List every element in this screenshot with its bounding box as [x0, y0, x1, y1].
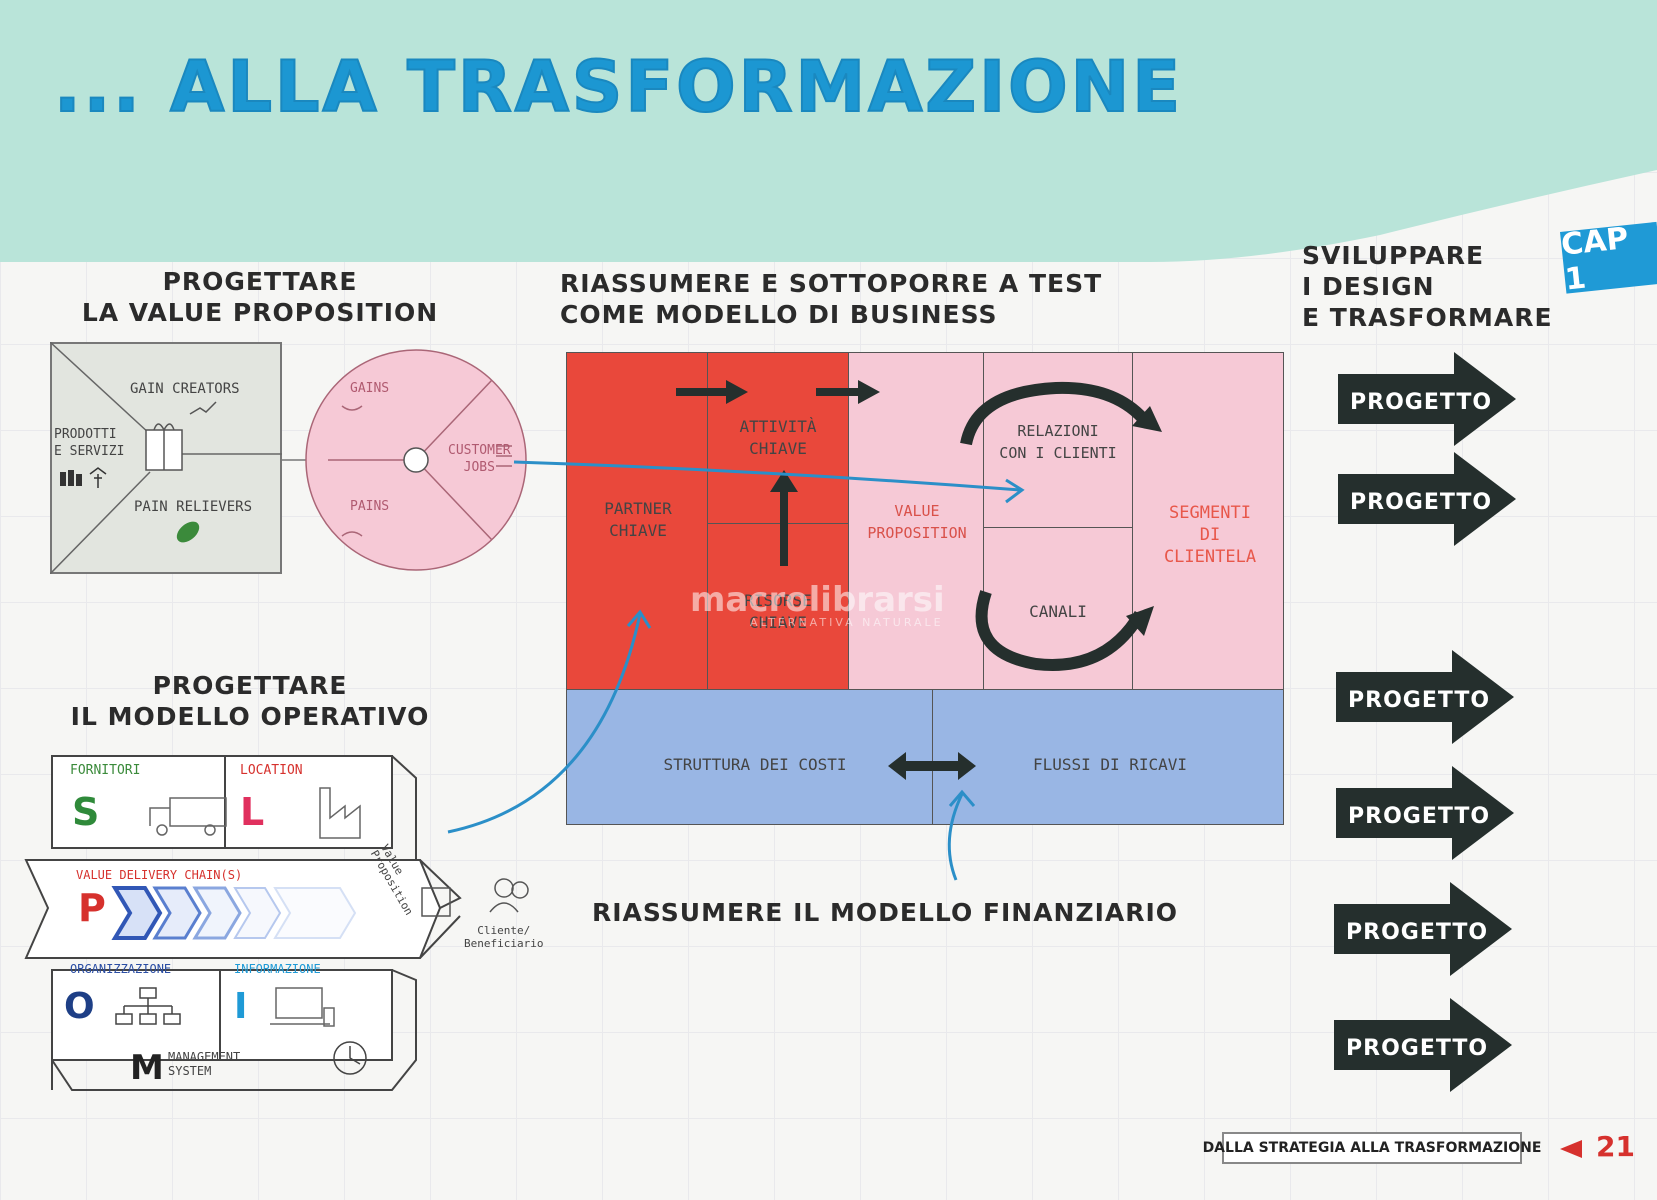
segments-label: SEGMENTI DI CLIENTELA — [1163, 503, 1257, 567]
p-letter: P — [78, 886, 106, 930]
info-label: INFORMAZIONE — [234, 962, 321, 976]
suppliers-label: FORNITORI — [70, 763, 141, 778]
header-band — [0, 0, 1657, 262]
project-label-2: PROGETTO — [1350, 490, 1493, 515]
heading-operating-model: PROGETTARE IL MODELLO OPERATIVO — [70, 671, 430, 731]
project-arrow-1 — [1338, 352, 1516, 446]
project-label-1: PROGETTO — [1350, 390, 1493, 415]
resources-label: RISORSE CHIAVE — [744, 591, 812, 632]
canvas-costs — [566, 689, 933, 825]
m-letter: M — [130, 1048, 164, 1088]
heading-business-model: RIASSUMERE E SOTTOPORRE A TEST COME MODE… — [560, 269, 1103, 329]
value-map-lines — [50, 342, 282, 574]
l-letter: L — [240, 790, 265, 834]
gain-creators-label: GAIN CREATORS — [130, 381, 240, 397]
project-label-4: PROGETTO — [1348, 804, 1491, 829]
org-label: ORGANIZZAZIONE — [70, 962, 172, 976]
page-marker-icon — [1560, 1140, 1582, 1158]
project-arrow-4 — [1336, 766, 1514, 860]
canvas-activities — [707, 352, 849, 524]
canvas-segments — [1132, 352, 1284, 690]
management-label: MANAGEMENT SYSTEM — [168, 1050, 241, 1078]
project-arrow-6 — [1334, 998, 1512, 1092]
project-arrow-2 — [1338, 452, 1516, 546]
canvas-resources — [707, 523, 849, 690]
project-arrow-3 — [1336, 650, 1514, 744]
canvas-revenues — [932, 689, 1284, 825]
project-label-5: PROGETTO — [1346, 920, 1489, 945]
customer-profile — [282, 349, 527, 571]
customer-jobs-label: CUSTOMER JOBS — [448, 443, 511, 475]
heading-financial: RIASSUMERE IL MODELLO FINANZIARIO — [592, 898, 1179, 927]
i-letter: I — [234, 986, 248, 1027]
revenues-label: FLUSSI DI RICAVI — [1032, 755, 1188, 774]
o-letter: O — [64, 986, 95, 1027]
s-letter: S — [72, 790, 100, 834]
heading-value-proposition: PROGETTARE LA VALUE PROPOSITION — [81, 267, 439, 327]
activities-label: ATTIVITÀ CHIAVE — [739, 417, 817, 458]
pains-label: PAINS — [350, 499, 390, 514]
project-label-3: PROGETTO — [1348, 688, 1491, 713]
project-label-6: PROGETTO — [1346, 1036, 1489, 1061]
value-prop-label: VALUE PROPOSITION — [867, 502, 967, 542]
costs-label: STRUTTURA DEI COSTI — [663, 755, 847, 774]
heading-develop: SVILUPPARE I DESIGN E TRASFORMARE — [1302, 241, 1553, 332]
page-number: 21 — [1596, 1130, 1635, 1163]
operating-model-drawing — [24, 755, 529, 1091]
page-title: ... ALLA TRASFORMAZIONE — [53, 45, 1184, 129]
relations-label: RELAZIONI CON I CLIENTI — [999, 422, 1117, 462]
chain-label: VALUE DELIVERY CHAIN(S) — [76, 868, 243, 882]
partner-label: PARTNER CHIAVE — [604, 499, 672, 540]
gains-label: GAINS — [350, 381, 390, 396]
watermark-subtitle: ALTERNATIVA NATURALE — [750, 616, 944, 629]
footer-section-title: DALLA STRATEGIA ALLA TRASFORMAZIONE — [1203, 1132, 1541, 1164]
project-arrow-5 — [1334, 882, 1512, 976]
location-label: LOCATION — [240, 763, 303, 778]
pain-relievers-label: PAIN RELIEVERS — [134, 499, 253, 515]
client-label: Cliente/ Beneficiario — [464, 924, 544, 950]
watermark: macrolibrarsi — [690, 580, 945, 620]
products-label: PRODOTTI E SERVIZI — [54, 427, 125, 459]
channels-label: CANALI — [1029, 602, 1087, 621]
canvas-arrows — [676, 380, 1162, 780]
